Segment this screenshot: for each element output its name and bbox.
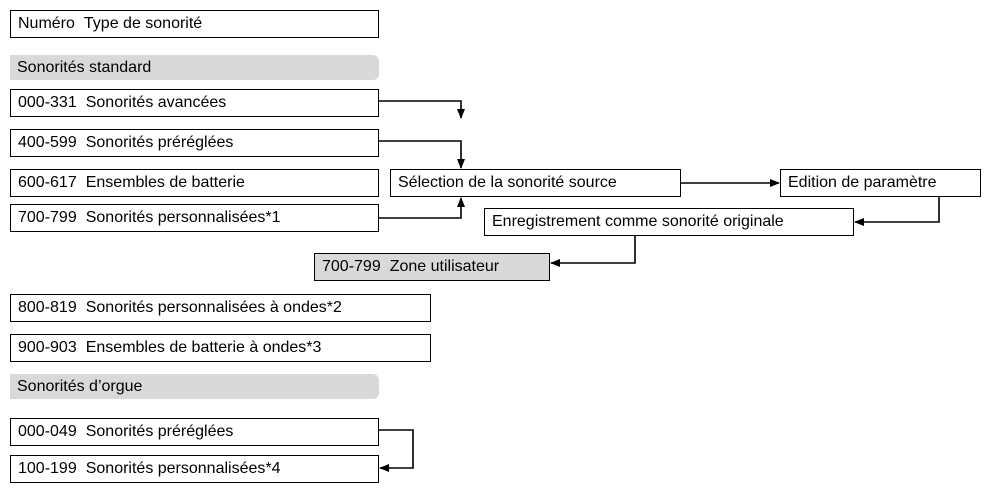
user-area-label: Zone utilisateur — [389, 258, 500, 275]
row-label: Ensembles de batterie — [85, 174, 245, 191]
section-organ: Sonorités d’orgue — [10, 374, 379, 399]
row-number: 000-331 — [18, 94, 77, 111]
row-label: Sonorités avancées — [85, 94, 227, 111]
row-label: Ensembles de batterie à ondes*3 — [85, 339, 322, 356]
row-wave-user-tones: 800-819 Sonorités personnalisées à ondes… — [10, 294, 431, 322]
source-selection-box: Sélection de la sonorité source — [390, 169, 681, 197]
row-user-tones: 700-799 Sonorités personnalisées*1 — [10, 204, 379, 232]
row-number: 800-819 — [18, 299, 77, 316]
row-number: 600-617 — [18, 174, 77, 191]
row-wave-drum-sets: 900-903 Ensembles de batterie à ondes*3 — [10, 334, 431, 362]
connector-save-to-user-area — [550, 236, 636, 267]
row-advanced: 000-331 Sonorités avancées — [10, 89, 379, 117]
row-label: Sonorités personnalisées*1 — [85, 209, 281, 226]
header-type: Type de sonorité — [83, 15, 203, 32]
source-selection-label: Sélection de la sonorité source — [398, 174, 617, 191]
header-row: Numéro Type de sonorité — [10, 10, 379, 38]
connector-organ — [379, 429, 414, 472]
row-label: Sonorités préréglées — [85, 423, 234, 440]
section-organ-label: Sonorités d’orgue — [17, 377, 143, 395]
row-number: 900-903 — [18, 339, 77, 356]
save-original-label: Enregistrement comme sonorité originale — [492, 213, 784, 230]
row-preset: 400-599 Sonorités préréglées — [10, 129, 379, 157]
connector-preset — [379, 140, 465, 169]
row-label: Sonorités préréglées — [85, 134, 234, 151]
section-standard: Sonorités standard — [10, 55, 379, 80]
parameter-edit-label: Edition de paramètre — [788, 174, 937, 191]
parameter-edit-box: Edition de paramètre — [780, 169, 981, 197]
save-original-box: Enregistrement comme sonorité originale — [484, 208, 854, 236]
row-label: Sonorités personnalisées à ondes*2 — [85, 299, 342, 316]
row-label: Sonorités personnalisées*4 — [85, 460, 281, 477]
row-number: 700-799 — [18, 209, 77, 226]
section-standard-label: Sonorités standard — [17, 58, 152, 76]
user-area-box: 700-799 Zone utilisateur — [314, 253, 550, 281]
connector-edit-to-save — [854, 197, 940, 226]
connector-user-tones — [379, 197, 465, 219]
connector-advanced — [379, 100, 465, 119]
row-organ-user-tones: 100-199 Sonorités personnalisées*4 — [10, 455, 379, 483]
user-area-number: 700-799 — [322, 258, 381, 275]
row-number: 000-049 — [18, 423, 77, 440]
row-number: 100-199 — [18, 460, 77, 477]
row-number: 400-599 — [18, 134, 77, 151]
row-drum-sets: 600-617 Ensembles de batterie — [10, 169, 379, 197]
row-organ-preset: 000-049 Sonorités préréglées — [10, 418, 379, 446]
header-number: Numéro — [18, 15, 75, 32]
